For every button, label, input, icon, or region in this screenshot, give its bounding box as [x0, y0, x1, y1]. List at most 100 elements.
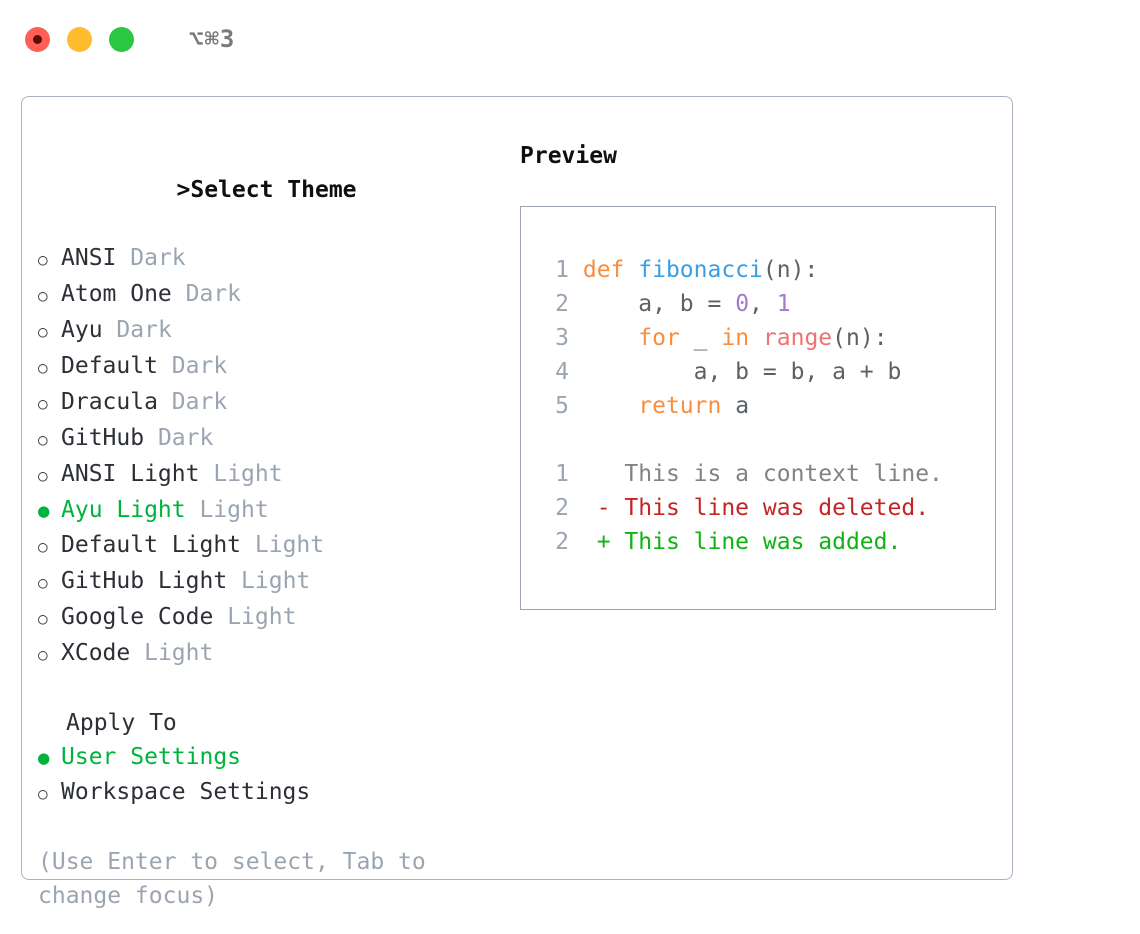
label-gap — [158, 385, 172, 419]
code-token: , — [749, 291, 777, 317]
theme-option-ansi-light[interactable]: ○ANSI Light Light — [38, 457, 498, 493]
line-number: 4 — [555, 359, 569, 385]
label-gap — [199, 457, 213, 491]
gutter-gap — [569, 461, 597, 487]
code-token: for — [638, 325, 680, 351]
theme-option-badge: Light — [144, 640, 214, 666]
label-gap — [172, 277, 186, 311]
theme-option-badge: Light — [199, 497, 269, 523]
theme-option-label: Ayu Light — [61, 497, 186, 523]
diff-sign: + — [596, 529, 611, 555]
radio-unselected-icon: ○ — [38, 784, 48, 803]
code-token — [583, 325, 638, 351]
radio-unselected-icon: ○ — [38, 286, 48, 305]
traffic-lights — [25, 26, 134, 52]
theme-option-badge: Light — [254, 532, 325, 558]
theme-option-badge: Dark — [185, 281, 242, 307]
theme-option-label: Google Code — [61, 604, 214, 630]
preview-heading: Preview — [520, 143, 617, 169]
code-token — [749, 325, 763, 351]
label-gap — [213, 600, 227, 634]
gutter-gap — [569, 291, 583, 317]
caret-icon: > — [176, 177, 191, 203]
code-token: 1 — [776, 291, 791, 317]
theme-option-label: XCode — [61, 640, 131, 666]
minimize-button[interactable] — [67, 26, 92, 52]
gutter-gap — [569, 257, 583, 283]
gutter-gap — [569, 495, 597, 521]
theme-option-ayu-light[interactable]: ●Ayu Light Light — [38, 493, 498, 528]
label-gap — [144, 421, 158, 455]
code-token: _ — [679, 325, 722, 351]
theme-selector-panel: >Select Theme ○ANSI Dark○Atom One Dark○A… — [21, 96, 1013, 909]
apply-to-option-workspace-settings[interactable]: ○Workspace Settings — [38, 775, 498, 811]
theme-option-atom-one[interactable]: ○ Atom One Dark — [38, 277, 498, 313]
close-button[interactable] — [25, 26, 50, 52]
title-bar: ⌥⌘3 — [0, 0, 1140, 78]
line-number: 3 — [555, 325, 569, 351]
gutter-gap — [569, 325, 583, 351]
code-token: in — [721, 325, 750, 351]
label-gap — [186, 493, 200, 527]
apply-to-option-label: User Settings — [61, 744, 242, 770]
theme-option-dracula[interactable]: ○ Dracula Dark — [38, 385, 498, 421]
code-token: a — [721, 393, 750, 419]
line-number: 2 — [555, 291, 569, 317]
apply-to-list: ●User Settings○Workspace Settings — [38, 740, 498, 811]
theme-option-default[interactable]: ○Default Dark — [38, 349, 498, 385]
diff-text: This line was deleted. — [610, 495, 930, 521]
theme-option-label: Default — [61, 353, 158, 379]
theme-option-xcode[interactable]: ○ XCode Light — [38, 636, 498, 672]
theme-option-badge: Dark — [171, 389, 228, 415]
select-theme-heading: >Select Theme — [38, 139, 498, 241]
theme-option-ansi[interactable]: ○ ANSI Dark — [38, 241, 498, 277]
code-token: (n): — [762, 257, 819, 283]
theme-option-ayu[interactable]: ○Ayu Dark — [38, 313, 498, 349]
theme-column: >Select Theme ○ANSI Dark○Atom One Dark○A… — [38, 139, 498, 909]
radio-unselected-icon: ○ — [38, 466, 48, 485]
diff-sign — [597, 461, 611, 487]
radio-unselected-icon: ○ — [38, 250, 48, 269]
code-token: fibonacci — [638, 257, 763, 283]
theme-option-badge: Light — [227, 604, 297, 630]
code-token: def — [582, 257, 639, 283]
theme-option-label: Dracula — [61, 389, 158, 415]
preview-column: Preview 1 def fibonacci(n):2 a, b = 0, 1… — [520, 139, 1012, 879]
radio-unselected-icon: ○ — [38, 394, 48, 413]
code-token — [583, 393, 638, 419]
apply-to-option-user-settings[interactable]: ●User Settings — [38, 740, 498, 775]
theme-option-github[interactable]: ○GitHub Dark — [38, 421, 498, 457]
label-gap — [116, 241, 130, 275]
diff-sign: - — [596, 495, 611, 521]
list-spacer — [38, 672, 498, 706]
theme-option-label: Atom One — [61, 281, 172, 307]
diff-line-del: 2 - This line was deleted. — [539, 491, 995, 525]
theme-option-github-light[interactable]: ○GitHub Light Light — [38, 564, 498, 600]
gutter-gap — [569, 393, 583, 419]
code-line: 4 a, b = b, a + b — [539, 355, 995, 389]
radio-unselected-icon: ○ — [38, 645, 48, 664]
theme-option-badge: Dark — [116, 317, 172, 343]
theme-option-label: GitHub Light — [61, 568, 228, 594]
code-token: return — [638, 393, 722, 419]
theme-option-badge: Dark — [157, 425, 214, 451]
line-number: 1 — [555, 461, 569, 487]
theme-option-google-code[interactable]: ○Google Code Light — [38, 600, 498, 636]
theme-option-default-light[interactable]: ○Default Light Light — [38, 528, 498, 564]
diff-line-ctx: 1 This is a context line. — [539, 457, 995, 491]
maximize-button[interactable] — [109, 26, 134, 52]
line-number: 1 — [555, 257, 569, 283]
theme-option-badge: Dark — [130, 245, 186, 271]
theme-option-label: ANSI — [61, 245, 117, 271]
line-number: 5 — [555, 393, 569, 419]
hint-spacer — [38, 811, 498, 845]
theme-option-label: Ayu — [61, 317, 103, 343]
label-gap — [158, 349, 172, 383]
select-theme-heading-label: Select Theme — [190, 177, 357, 203]
theme-option-badge: Light — [241, 568, 311, 594]
radio-unselected-icon: ○ — [38, 430, 48, 449]
label-gap — [130, 636, 144, 670]
code-token: range — [762, 325, 833, 351]
